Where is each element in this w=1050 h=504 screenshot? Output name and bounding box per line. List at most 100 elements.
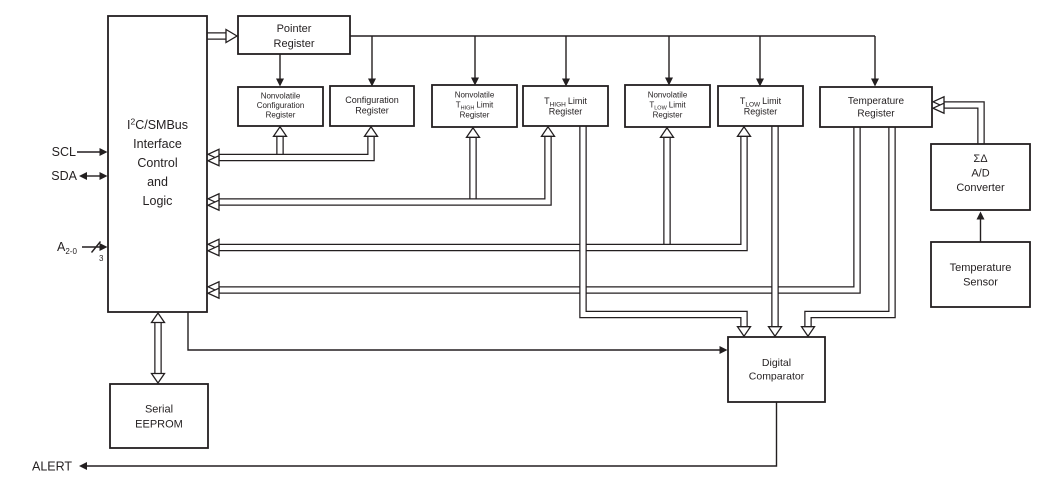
address-line bbox=[82, 241, 102, 253]
ad-converter-box bbox=[930, 143, 1031, 211]
drop-nv-tlow-arrowhead bbox=[665, 77, 673, 86]
sda-pin-label: SDA bbox=[51, 169, 77, 183]
interface-label-line1: I2C/SMBus bbox=[127, 117, 188, 133]
block-serial-eeprom: Serial EEPROM bbox=[109, 383, 209, 449]
comparator-tempreg-arrowhead bbox=[800, 326, 816, 338]
interface-label-line3: Control bbox=[137, 156, 177, 170]
block-nonvolatile-configuration-register: Nonvolatile Configuration Register bbox=[237, 86, 324, 127]
connectors bbox=[77, 32, 985, 467]
tlow-up-arrowhead bbox=[736, 125, 752, 137]
scl-arrowhead bbox=[99, 148, 108, 156]
drop-nv-thigh-arrowhead bbox=[471, 77, 479, 86]
nv-thigh-label: Nonvolatile bbox=[455, 91, 495, 100]
thigh-box bbox=[522, 85, 609, 127]
ad-converter-label-sigma-delta: ΣΔ bbox=[973, 153, 988, 165]
block-temperature-sensor: Temperature Sensor bbox=[930, 241, 1031, 308]
pointer-register-label2: Register bbox=[274, 38, 315, 50]
interface-box bbox=[107, 15, 208, 313]
temperature-sensor-label: Temperature bbox=[950, 262, 1012, 274]
pointer-to-nvconfig-arrowhead bbox=[276, 78, 284, 87]
bus-width-slash bbox=[90, 241, 102, 253]
bus-configuration-connector bbox=[208, 136, 375, 162]
nv-tlow-label: Nonvolatile bbox=[648, 91, 688, 100]
eeprom-down-arrowhead bbox=[150, 372, 166, 385]
tlow-label2: Register bbox=[744, 107, 778, 117]
drop-tempreg-arrowhead bbox=[871, 78, 879, 87]
bus-thigh-connector bbox=[208, 136, 552, 206]
serial-eeprom-label2: EEPROM bbox=[135, 419, 183, 431]
bus-tlow-arrowheads bbox=[206, 238, 220, 257]
serial-eeprom-label: Serial bbox=[145, 404, 173, 416]
adc-pipe-arrowheads bbox=[931, 95, 945, 115]
comparator-thigh-arrowhead bbox=[736, 326, 752, 338]
nv-tlow-box bbox=[624, 84, 711, 128]
block-configuration-register: Configuration Register bbox=[329, 85, 415, 127]
bus-tempreg-to-comparator bbox=[804, 127, 896, 328]
address-arrowhead bbox=[99, 243, 108, 251]
bus-tlow-connector bbox=[208, 136, 748, 252]
scl-pin-label: SCL bbox=[52, 145, 76, 159]
block-interface: I2C/SMBus Interface Control and Logic bbox=[107, 15, 208, 313]
temperature-sensor-label2: Sensor bbox=[963, 277, 998, 289]
block-temperature-register: Temperature Register bbox=[819, 86, 933, 128]
address-pin-label: A2-0 bbox=[57, 240, 77, 256]
bus-configuration-arrowheads bbox=[206, 148, 220, 167]
bus-temperature-read-arrowheads bbox=[206, 280, 220, 300]
serial-eeprom-box bbox=[109, 383, 209, 449]
nv-tlow-up-arrowhead bbox=[659, 126, 675, 138]
temperature-register-box bbox=[819, 86, 933, 128]
nv-thigh-box bbox=[431, 84, 518, 128]
arrowheads bbox=[79, 28, 985, 470]
bus-thigh-to-comparator bbox=[579, 126, 748, 328]
pointer-distribution-line bbox=[350, 35, 876, 81]
drop-tlow-arrowhead bbox=[756, 78, 764, 87]
drop-config-arrowhead bbox=[368, 78, 376, 87]
digital-comparator-label: Digital bbox=[762, 357, 791, 369]
block-pointer-register: Pointer Register bbox=[237, 15, 351, 55]
ad-converter-label2: A/D bbox=[971, 168, 989, 180]
digital-comparator-box bbox=[727, 336, 826, 403]
ad-converter-label3: Converter bbox=[956, 182, 1005, 194]
nv-config-label: Nonvolatile bbox=[261, 92, 301, 101]
thigh-label2: Register bbox=[549, 107, 583, 117]
interface-label-line5: Logic bbox=[143, 194, 173, 208]
alert-pin-label: ALERT bbox=[32, 460, 72, 474]
eeprom-up-arrowhead bbox=[150, 311, 166, 324]
pointer-pipe-arrowhead bbox=[225, 28, 239, 44]
pointer-register-label: Pointer bbox=[277, 23, 312, 35]
bus-adc-to-tempreg-connector bbox=[934, 101, 985, 145]
address-bus-width-label: 3 bbox=[99, 254, 104, 263]
blocks: I2C/SMBus Interface Control and Logic Po… bbox=[107, 15, 1031, 449]
interface-to-comparator-arrowhead bbox=[719, 346, 728, 354]
temperature-sensor-box bbox=[930, 241, 1031, 308]
nv-config-box bbox=[237, 86, 324, 127]
config-up-arrowhead bbox=[363, 125, 379, 137]
config-label: Configuration bbox=[345, 95, 399, 105]
block-ad-converter: ΣΔ A/D Converter bbox=[930, 143, 1031, 211]
thigh-up-arrowhead bbox=[540, 125, 556, 137]
interface-label-line2: Interface bbox=[133, 137, 182, 151]
interface-to-comparator-line bbox=[187, 312, 721, 351]
tlow-box bbox=[717, 85, 804, 127]
temperature-register-label2: Register bbox=[857, 109, 895, 120]
nv-config-label3: Register bbox=[266, 111, 296, 120]
interface-label-line4: and bbox=[147, 175, 168, 189]
nv-tlow-label3: Register bbox=[653, 111, 683, 120]
config-label2: Register bbox=[355, 106, 389, 116]
block-digital-comparator: Digital Comparator bbox=[727, 336, 826, 403]
bus-temperature-read-connector bbox=[208, 127, 861, 294]
alert-arrowhead bbox=[79, 462, 87, 470]
sda-left-arrowhead bbox=[79, 172, 87, 180]
alert-line bbox=[87, 402, 778, 467]
nv-thigh-label3: Register bbox=[460, 111, 490, 120]
sensor-to-adc-arrowhead bbox=[976, 211, 985, 220]
pointer-register-box bbox=[237, 15, 351, 55]
drop-thigh-arrowhead bbox=[562, 78, 570, 87]
